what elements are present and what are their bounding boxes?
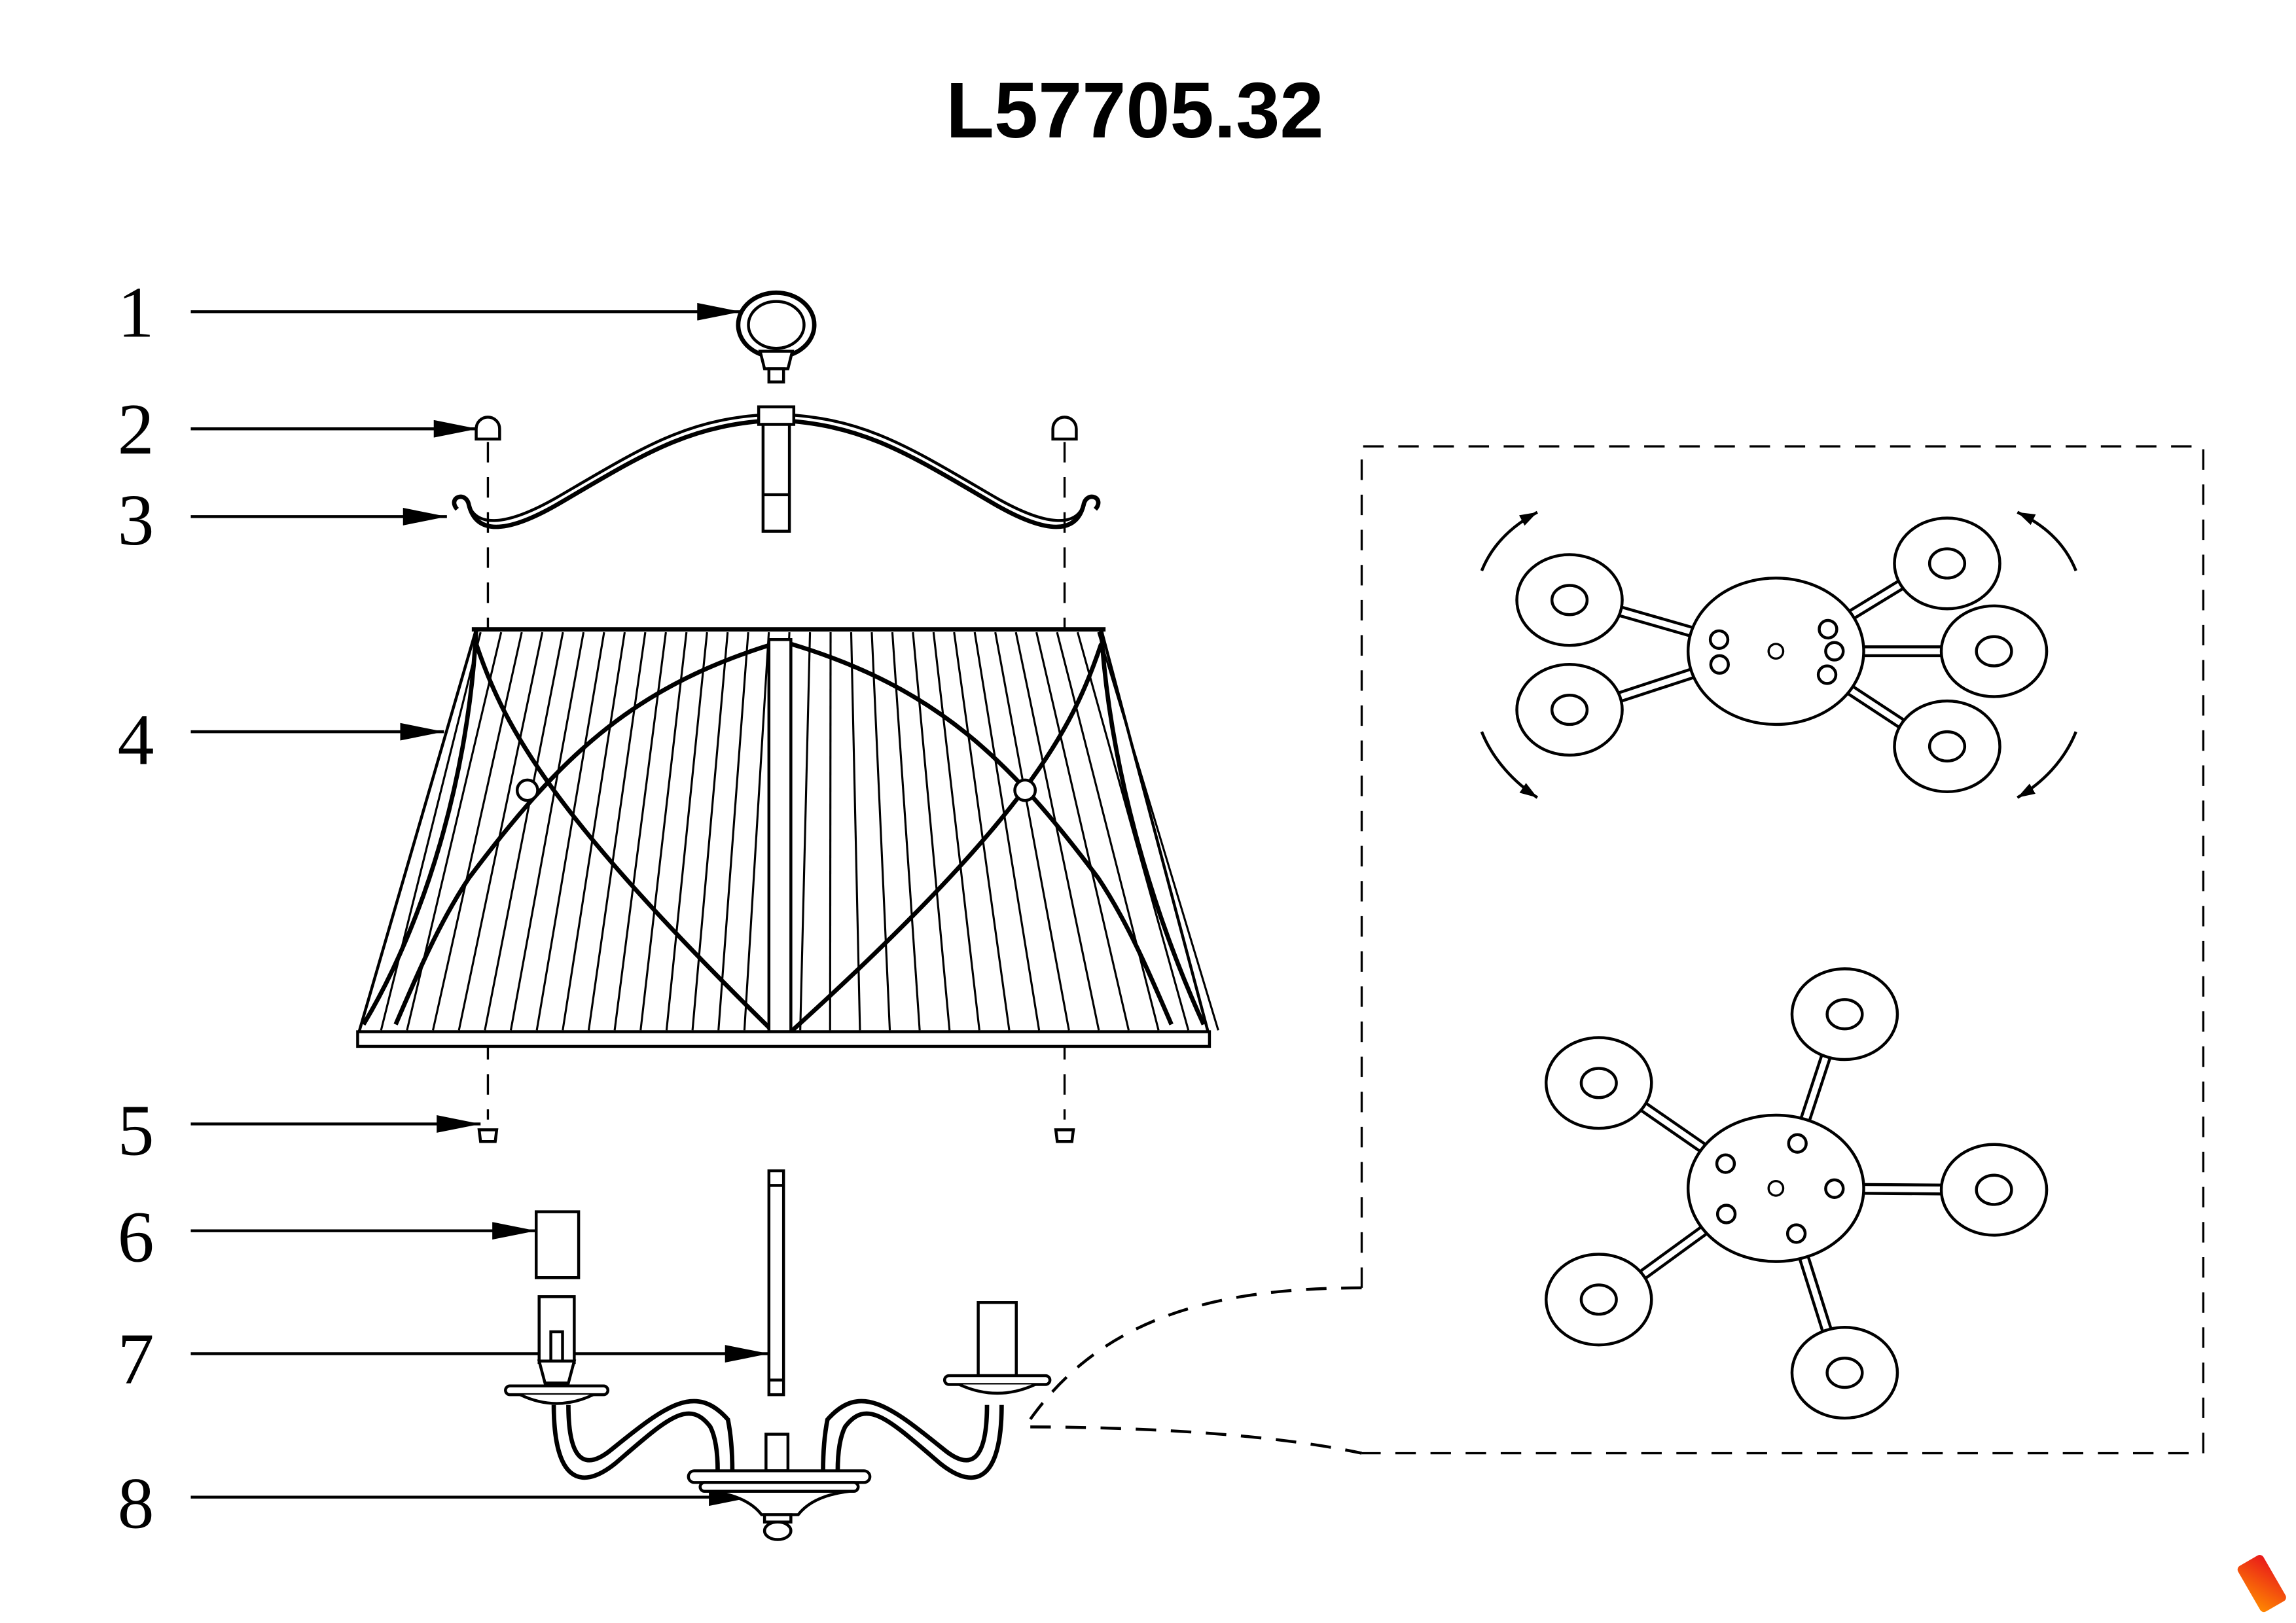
part-3-shade-frame-arm bbox=[452, 405, 1101, 533]
pleat-line bbox=[535, 632, 605, 1031]
pleat-line bbox=[1035, 632, 1130, 1031]
top-view bbox=[1545, 967, 2049, 1420]
callout-2: 2 bbox=[118, 389, 154, 470]
pleat-line bbox=[665, 632, 708, 1031]
candle-cup bbox=[1893, 699, 2001, 794]
candle-cup bbox=[1790, 967, 1899, 1061]
pleat-line bbox=[994, 632, 1070, 1031]
part-1-hanging-ring bbox=[736, 290, 817, 383]
candle-cup bbox=[1939, 1143, 2049, 1237]
pleat-line bbox=[484, 632, 564, 1031]
part-7-connecting-rod bbox=[767, 1169, 785, 1397]
pleat-line bbox=[973, 632, 1041, 1031]
pleat-line bbox=[717, 632, 749, 1031]
pleat-line bbox=[509, 632, 585, 1031]
top-view bbox=[1515, 516, 2049, 794]
pleat-line bbox=[829, 632, 832, 1031]
callout-4: 4 bbox=[118, 699, 154, 780]
pleat-line bbox=[1056, 632, 1160, 1031]
callout-8: 8 bbox=[118, 1463, 154, 1544]
callout-5: 5 bbox=[118, 1090, 154, 1171]
part-2-finials bbox=[475, 416, 1078, 441]
part-8-chandelier-body bbox=[504, 1295, 1052, 1541]
candle-cup bbox=[1545, 1253, 1653, 1347]
callout-7: 7 bbox=[118, 1318, 154, 1399]
model-title: L57705.32 bbox=[946, 66, 1323, 154]
pleat-line bbox=[431, 632, 523, 1031]
top-views bbox=[1515, 516, 2049, 1420]
pleat-line bbox=[691, 632, 729, 1031]
candle-cup bbox=[1545, 1036, 1653, 1130]
pleat-line bbox=[613, 632, 667, 1031]
pleat-line bbox=[587, 632, 647, 1031]
pleat-line bbox=[953, 632, 1011, 1031]
callout-3: 3 bbox=[118, 480, 154, 561]
candle-cup bbox=[1515, 663, 1624, 757]
pleat-line bbox=[799, 632, 812, 1031]
pleat-line bbox=[850, 632, 861, 1031]
rotation-arrows bbox=[1480, 510, 2077, 799]
leader-arrows bbox=[190, 302, 769, 1507]
candle-cup bbox=[1893, 516, 2001, 611]
watermark-logo bbox=[2237, 1555, 2286, 1613]
pleat-line bbox=[1097, 632, 1219, 1031]
candle-cup bbox=[1515, 553, 1624, 647]
pleat-line bbox=[870, 632, 891, 1031]
pleat-line bbox=[932, 632, 980, 1031]
callout-labels: 1 2 3 4 5 6 7 8 bbox=[118, 272, 154, 1544]
pleat-line bbox=[562, 632, 626, 1031]
pleat-line bbox=[743, 632, 770, 1031]
pleat-line bbox=[1014, 632, 1100, 1031]
part-4-pleated-lampshade bbox=[356, 627, 1219, 1048]
callout-1: 1 bbox=[118, 272, 154, 353]
pleat-line bbox=[457, 632, 544, 1031]
top-view-detail-box bbox=[1022, 445, 2205, 1455]
part-5-screws bbox=[477, 1128, 1075, 1143]
pleat-line bbox=[891, 632, 921, 1031]
candle-cup bbox=[1939, 604, 2049, 698]
part-6-candle-sleeve bbox=[535, 1210, 581, 1279]
candle-cup bbox=[1790, 1326, 1899, 1420]
callout-6: 6 bbox=[118, 1197, 154, 1278]
pleat-line bbox=[639, 632, 688, 1031]
